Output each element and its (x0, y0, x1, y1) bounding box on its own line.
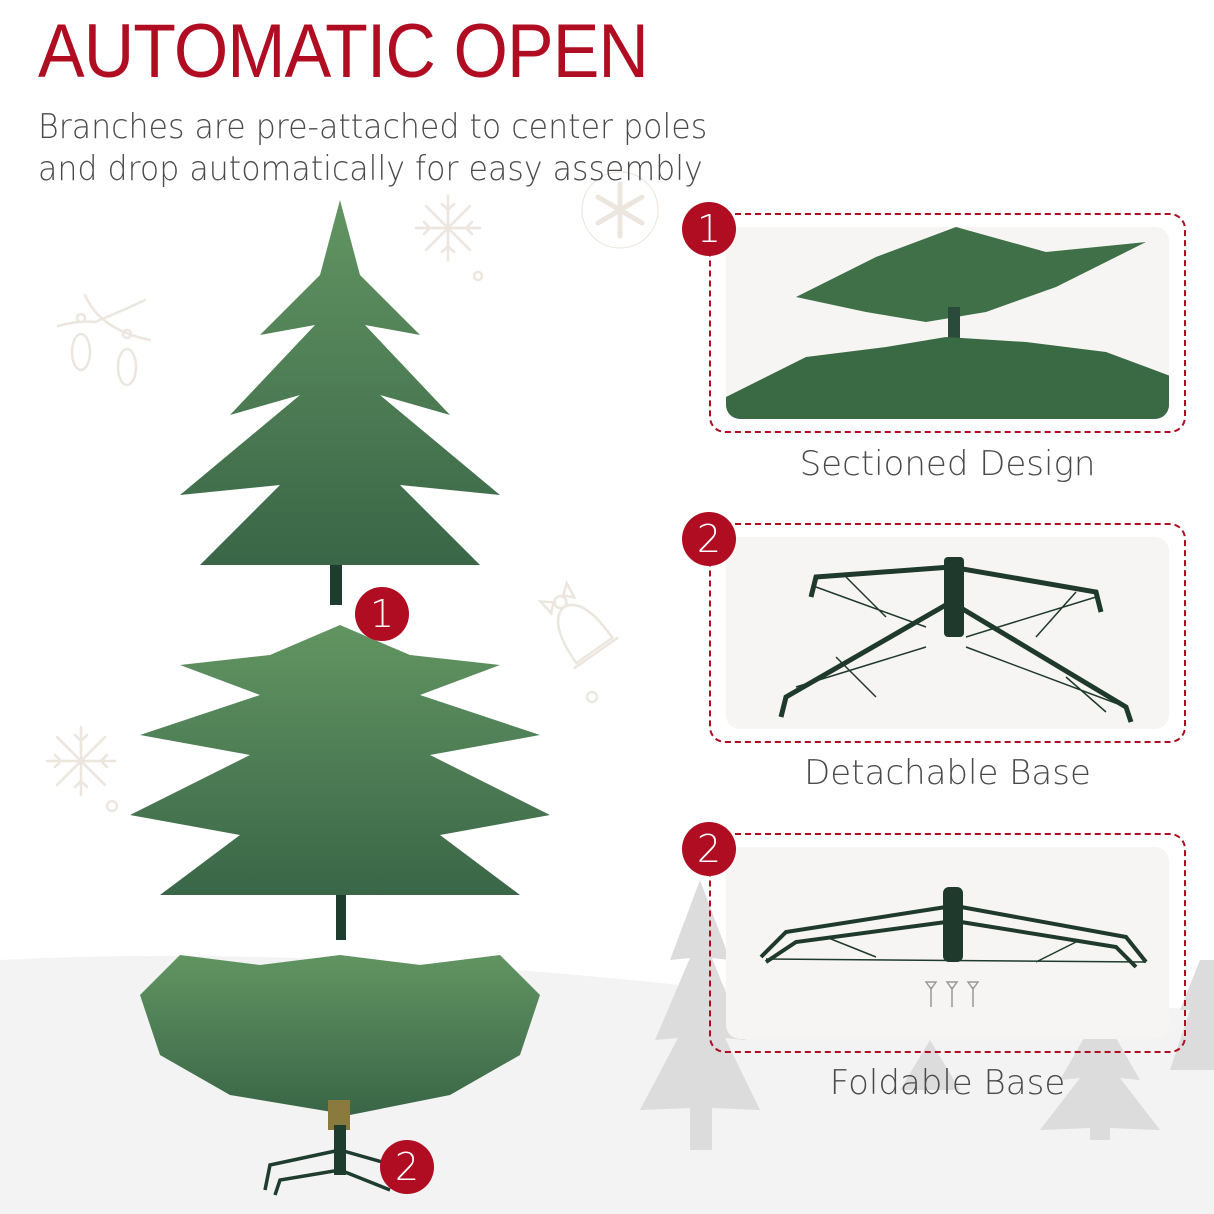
tree-top-section (180, 200, 500, 605)
screw-pins (924, 981, 980, 1007)
tree-bottom-section (140, 955, 540, 1175)
tree-middle-section (130, 625, 550, 940)
snowflake-icon (45, 725, 117, 797)
page-title: AUTOMATIC OPEN (38, 9, 649, 94)
card-badge-3: 2 (682, 822, 736, 876)
card-label-detachable-base: Detachable Base (804, 753, 1091, 793)
subtitle-line-1: Branches are pre-attached to center pole… (38, 107, 708, 147)
card-image-stand-folded (726, 847, 1169, 1039)
christmas-tree-image (130, 200, 550, 1196)
page-subtitle: Branches are pre-attached to center pole… (38, 106, 707, 190)
callout-badge-1: 1 (355, 587, 409, 641)
card-image-stand-open (726, 537, 1169, 729)
feature-card-foldable-base (709, 833, 1186, 1053)
card-image-tree-sections (726, 227, 1169, 419)
card-badge-2: 2 (682, 512, 736, 566)
card-badge-1: 1 (682, 202, 736, 256)
callout-badge-2: 2 (380, 1140, 434, 1194)
feature-card-sectioned-design (709, 213, 1186, 433)
card-label-foldable-base: Foldable Base (829, 1063, 1066, 1103)
card-label-sectioned-design: Sectioned Design (799, 444, 1096, 484)
subtitle-line-2: and drop automatically for easy assembly (38, 149, 703, 189)
feature-card-detachable-base (709, 523, 1186, 743)
